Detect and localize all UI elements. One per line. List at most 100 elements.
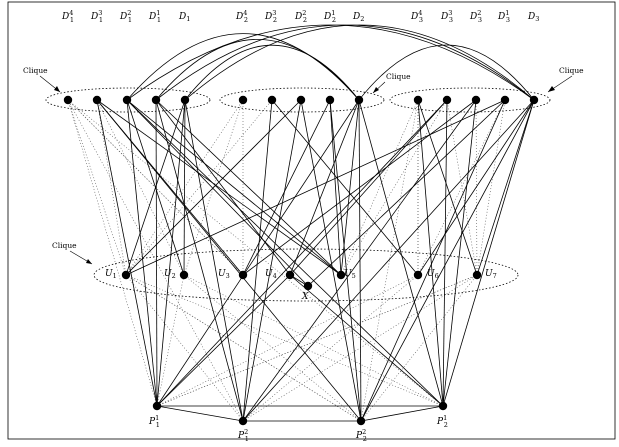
vertex-D24 <box>238 95 248 105</box>
clique-callout-text: Clique <box>386 72 411 81</box>
dotted-edge-P12-U7 <box>242 274 478 422</box>
solid-edge-D1-P12 <box>184 99 244 422</box>
solid-edge-P22-P21 <box>360 405 444 422</box>
solid-edge-D32-P12 <box>242 99 477 422</box>
solid-edge-D22-P12 <box>242 99 302 422</box>
solid-edge-D31-U1 <box>125 99 506 276</box>
vertex-U7 <box>472 270 482 280</box>
vertex-D11 <box>151 95 161 105</box>
solid-edge-D1-U2 <box>183 99 186 276</box>
callout-arrowhead <box>54 86 60 92</box>
clique-callout-text: Clique <box>52 241 77 250</box>
arc-edge-D11-D3 <box>155 24 535 101</box>
dotted-edge-U5-D34 <box>340 99 419 276</box>
vertex-X <box>303 281 313 291</box>
solid-edge-D11-U4 <box>155 99 291 276</box>
solid-edge-D12-P11 <box>126 99 158 407</box>
solid-edge-D34-U7 <box>417 99 478 276</box>
solid-edge-D31-X <box>307 99 506 287</box>
solid-edge-D3-P22 <box>360 99 535 422</box>
solid-edge-D1-U1 <box>125 99 186 276</box>
solid-edge-D11-U5 <box>155 99 342 276</box>
solid-edge-D21-P22 <box>329 99 362 422</box>
solid-edge-D21-U3 <box>242 99 331 276</box>
dotted-edge-P11-D14 <box>67 99 158 407</box>
vertex-D13 <box>92 95 102 105</box>
solid-edge-U4-P11 <box>156 274 291 407</box>
dotted-edge-U2-P22 <box>183 274 362 422</box>
dotted-edge-U2-D24 <box>183 99 244 276</box>
solid-edge-D3-P21 <box>442 99 535 407</box>
dotted-edge-U7-D33 <box>446 99 478 276</box>
solid-edge-D3-P12 <box>242 99 535 422</box>
solid-edge-D13-U5 <box>96 99 342 276</box>
arc-edges <box>126 24 535 101</box>
dotted-edge-U1-D13 <box>96 99 127 276</box>
vertex-label-D1: D1 <box>178 12 190 23</box>
solid-edge-D11-P11 <box>155 99 158 407</box>
vertex-D23 <box>267 95 277 105</box>
solid-edge-D33-P21 <box>442 99 448 407</box>
clique-ellipse-d1 <box>45 87 211 113</box>
solid-edge-D2-U5 <box>340 99 360 276</box>
clique-callout: Clique <box>52 241 93 265</box>
solid-edge-D13-P11 <box>96 99 158 407</box>
callout-arrowhead <box>548 86 555 92</box>
vertex-label-U1: U1 <box>105 269 117 280</box>
solid-edge-D11-P12 <box>155 99 244 422</box>
clique-callout: Clique <box>23 66 61 93</box>
vertex-label-U3: U3 <box>218 269 230 280</box>
solid-edge-D33-P11 <box>156 99 448 407</box>
vertex-D12 <box>122 95 132 105</box>
vertex-D1 <box>180 95 190 105</box>
dotted-edge-P21-U1 <box>125 274 444 407</box>
clique-ellipse-d3 <box>389 87 551 113</box>
solid-edge-D13-P22 <box>96 99 362 422</box>
clique-ellipse-d2 <box>219 87 385 113</box>
dotted-edge-P22-U7 <box>360 274 478 422</box>
vertex-P21 <box>438 401 448 411</box>
vertex-U1 <box>121 270 131 280</box>
dotted-edge-P22-D34 <box>360 99 419 422</box>
solid-edge-D2-P22 <box>358 99 362 422</box>
solid-edge-D12-U5 <box>126 99 342 276</box>
vertex-U3 <box>238 270 248 280</box>
dotted-edge-U6-D31 <box>417 99 506 276</box>
vertex-D32 <box>471 95 481 105</box>
solid-edge-D23-U6 <box>271 99 419 276</box>
vertex-label-U4: U4 <box>265 269 277 280</box>
vertex-label-X: X <box>301 292 309 302</box>
vertex-D34 <box>413 95 423 105</box>
vertex-P12 <box>238 416 248 426</box>
vertex-label-U7: U7 <box>485 269 497 280</box>
vertex-label-U6: U6 <box>427 269 439 280</box>
arc-edge-D11-D2 <box>155 39 360 101</box>
vertices <box>63 95 539 426</box>
clique-callout: Clique <box>547 66 584 93</box>
vertex-label-U2: U2 <box>164 269 176 280</box>
solid-edge-D3-U7 <box>476 99 535 276</box>
vertex-D33 <box>442 95 452 105</box>
clique-callout-text: Clique <box>559 66 584 75</box>
dotted-edge-U2-D13 <box>96 99 185 276</box>
vertex-label-U5: U5 <box>344 269 356 280</box>
dotted-edge-P21-U2 <box>183 274 444 407</box>
callout-arrowhead <box>86 259 92 264</box>
dotted-edge-P12-U1 <box>125 274 244 422</box>
vertex-label-D2: D2 <box>352 12 364 23</box>
solid-edge-D32-U3 <box>242 99 477 276</box>
vertex-D31 <box>500 95 510 105</box>
dotted-edge-U6-P12 <box>242 274 419 422</box>
solid-edge-D3-U6 <box>417 99 535 276</box>
solid-edge-D12-P21 <box>126 99 444 407</box>
arc-edge-D12-D2 <box>126 33 360 101</box>
clique-ellipse-u <box>93 248 519 302</box>
